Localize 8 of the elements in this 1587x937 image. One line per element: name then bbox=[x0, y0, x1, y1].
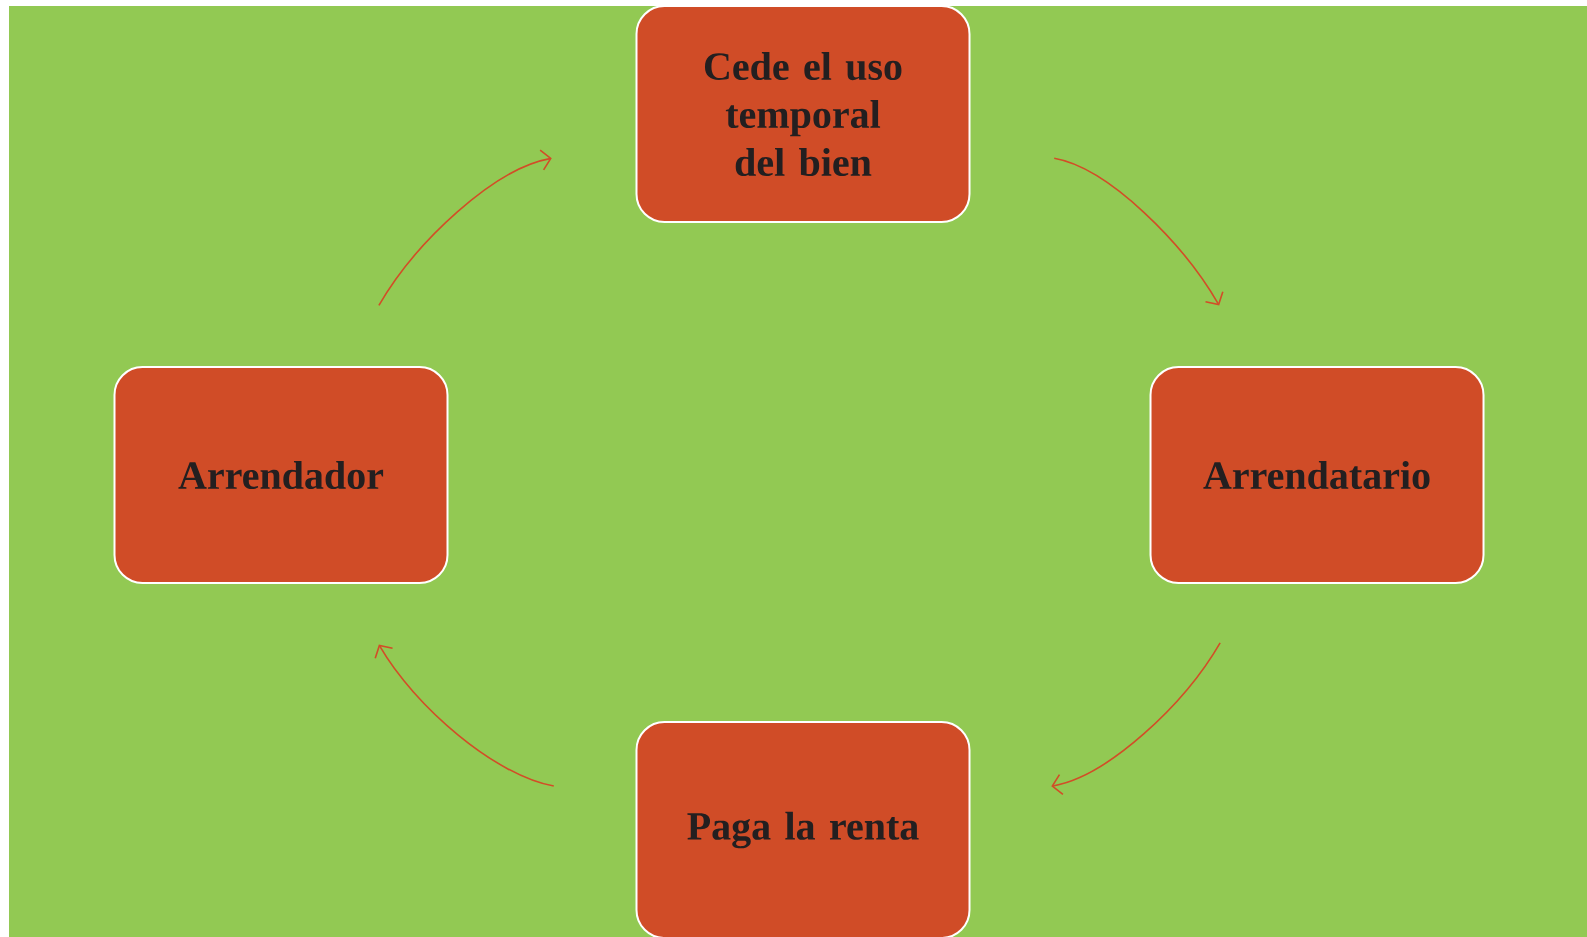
process-box: Cede el uso temporal del bien bbox=[635, 5, 971, 223]
arrow bbox=[378, 149, 552, 307]
arrow bbox=[1053, 157, 1224, 306]
arrow bbox=[374, 644, 555, 787]
process-box: Paga la renta bbox=[635, 721, 971, 937]
arrow bbox=[1051, 642, 1221, 796]
process-box: Arrendatario bbox=[1149, 366, 1485, 584]
process-box: Arrendador bbox=[113, 366, 449, 584]
